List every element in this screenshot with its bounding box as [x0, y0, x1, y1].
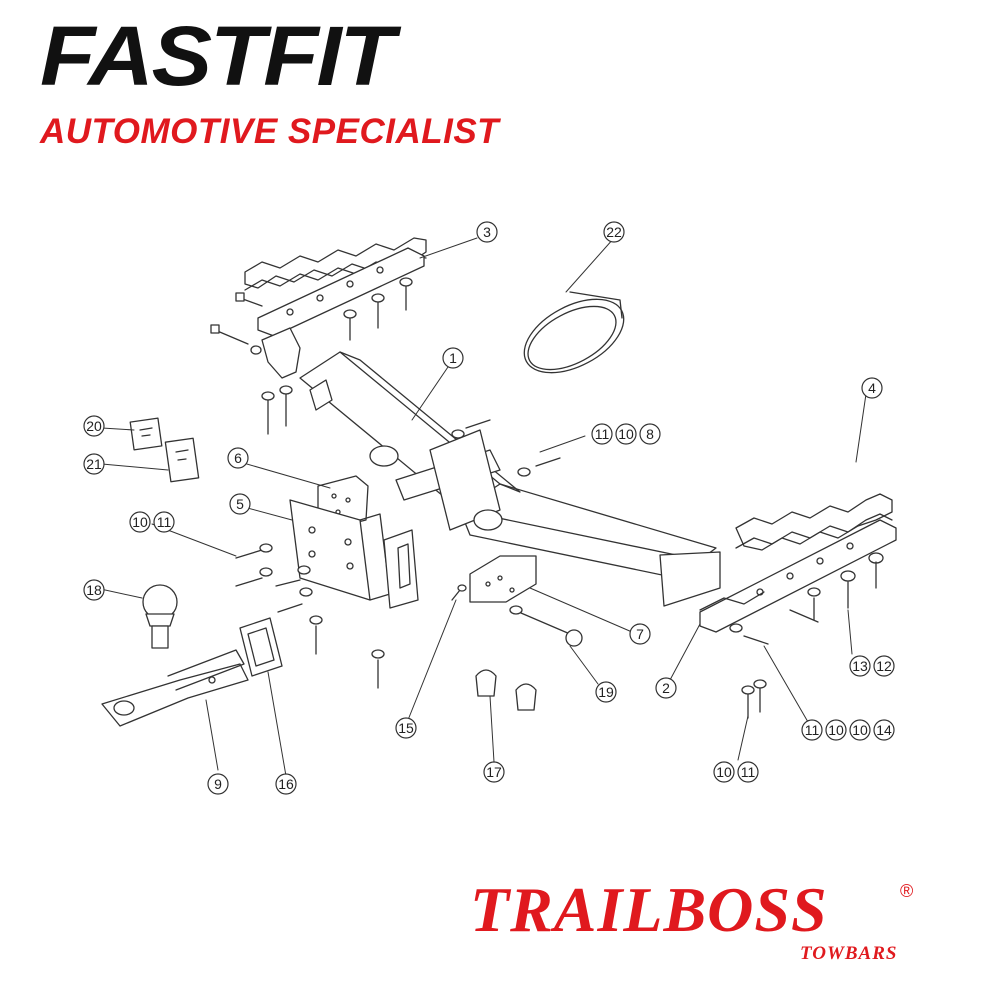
svg-text:10: 10 [716, 764, 732, 780]
trailboss-logo: TRAILBOSS ® TOWBARS [470, 878, 930, 978]
callout-group-11-10-10-14: 11 10 10 14 [801, 719, 895, 741]
callout-20: 20 [83, 415, 105, 437]
svg-text:10: 10 [132, 514, 148, 530]
callout-group-11-10-8: 11 10 8 [591, 423, 661, 445]
svg-text:9: 9 [214, 776, 222, 792]
callout-group-10-11-left: 10 11 [129, 511, 175, 533]
part-1-main-frame [299, 351, 721, 607]
svg-text:10: 10 [828, 722, 844, 738]
svg-text:1: 1 [449, 350, 457, 366]
part-5-receiver-plate [289, 499, 419, 609]
svg-text:19: 19 [598, 684, 614, 700]
svg-text:8: 8 [646, 426, 654, 442]
svg-text:11: 11 [805, 722, 820, 738]
callout-group-10-11-bottom: 10 11 [713, 761, 759, 783]
part-22-wiring-harness [523, 291, 625, 374]
callout-19: 19 [595, 681, 617, 703]
trailboss-wordmark: TRAILBOSS [470, 874, 828, 945]
callout-21: 21 [83, 453, 105, 475]
callout-18: 18 [83, 579, 105, 601]
callout-4: 4 [861, 377, 883, 399]
callout-7: 7 [629, 623, 651, 645]
fastfit-logo: FASTFIT AUTOMOTIVE SPECIALIST [40, 14, 500, 152]
part-4-right-chassis-plates [699, 493, 897, 633]
callout-3: 3 [476, 221, 498, 243]
callout-17: 17 [483, 761, 505, 783]
svg-text:5: 5 [236, 496, 244, 512]
part-17-shackles [475, 669, 537, 711]
svg-text:3: 3 [483, 224, 491, 240]
svg-text:14: 14 [876, 722, 892, 738]
callout-5: 5 [229, 493, 251, 515]
part-9-ball-mount [101, 649, 249, 727]
leader-lines [95, 237, 867, 777]
part-20-21-decals [129, 417, 200, 483]
svg-text:11: 11 [157, 514, 172, 530]
svg-text:11: 11 [595, 426, 610, 442]
svg-text:18: 18 [86, 582, 102, 598]
svg-text:12: 12 [876, 658, 892, 674]
svg-text:6: 6 [234, 450, 242, 466]
part-5-bolts [235, 543, 385, 689]
part-4-bolts [451, 419, 884, 719]
svg-text:4: 4 [868, 380, 876, 396]
svg-text:16: 16 [278, 776, 294, 792]
svg-text:7: 7 [636, 626, 644, 642]
svg-text:15: 15 [398, 720, 414, 736]
svg-text:10: 10 [852, 722, 868, 738]
callout-22: 22 [603, 221, 625, 243]
part-7-bracket [469, 555, 537, 603]
svg-text:17: 17 [486, 764, 502, 780]
callout-15: 15 [395, 717, 417, 739]
trailboss-subtitle: TOWBARS [800, 943, 898, 964]
part-16-sleeve [239, 617, 283, 677]
svg-text:13: 13 [852, 658, 868, 674]
part-3-left-chassis-plates [244, 237, 427, 379]
svg-text:22: 22 [606, 224, 622, 240]
svg-text:20: 20 [86, 418, 102, 434]
callout-group-13-12: 13 12 [849, 655, 895, 677]
fastfit-wordmark: FASTFIT [40, 9, 395, 103]
part-3-bolts [210, 277, 413, 435]
part-18-tow-ball [142, 584, 178, 649]
callout-16: 16 [275, 773, 297, 795]
svg-text:2: 2 [662, 680, 670, 696]
svg-text:11: 11 [741, 764, 756, 780]
callout-2: 2 [655, 677, 677, 699]
registered-mark: ® [900, 881, 914, 901]
callout-9: 9 [207, 773, 229, 795]
fastfit-tagline: AUTOMOTIVE SPECIALIST [40, 112, 500, 151]
svg-text:21: 21 [86, 456, 102, 472]
callout-6: 6 [227, 447, 249, 469]
callout-1: 1 [442, 347, 464, 369]
svg-text:10: 10 [618, 426, 634, 442]
part-19-hitch-pin [509, 605, 583, 647]
part-15-bolt [451, 584, 467, 601]
